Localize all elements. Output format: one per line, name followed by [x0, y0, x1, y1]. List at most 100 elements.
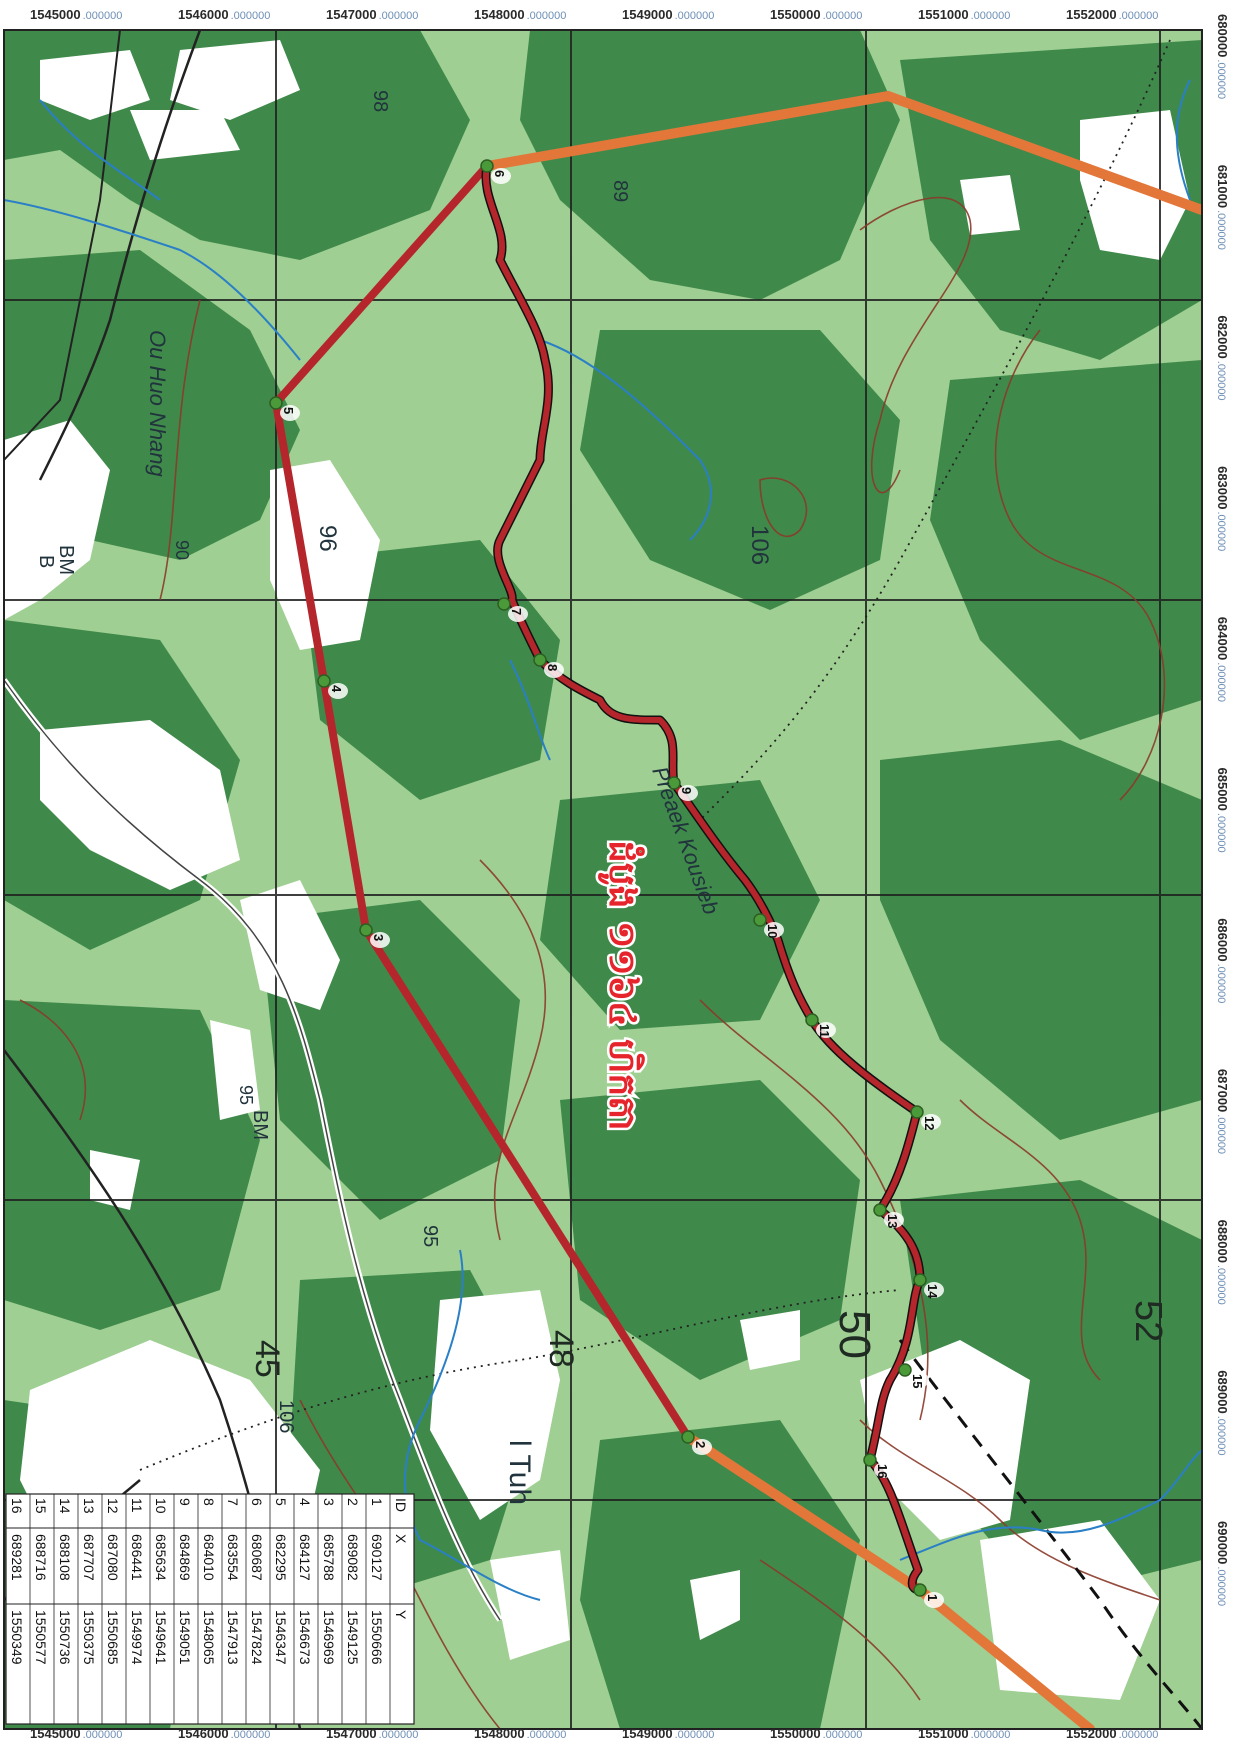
vertex-label-bg-7 — [508, 606, 528, 622]
elevation-label-89: 89 — [609, 180, 631, 202]
top-tick-label: 1551000.000000 — [918, 7, 1010, 22]
table-cell: 1547824 — [249, 1610, 265, 1665]
table-header-cell: X — [393, 1534, 409, 1544]
table-cell: 1550685 — [105, 1610, 121, 1665]
table-cell: 1547913 — [225, 1610, 241, 1665]
right-coordinate-ticks: 680000.000000681000.000000682000.0000006… — [1215, 14, 1230, 1606]
elevation-label-98: 98 — [369, 90, 391, 112]
vertex-label-11: 11 — [817, 1024, 832, 1038]
points-coordinate-table: IDXY169012715506662689082154912536857881… — [5, 1493, 415, 1725]
vertex-marker-4 — [317, 674, 331, 688]
vertex-label-bg-15 — [909, 1372, 929, 1388]
grid-label-45: 45 — [248, 1340, 286, 1378]
vertex-marker-3 — [359, 923, 373, 937]
vertex-label-bg-4 — [328, 683, 348, 699]
table-cell: 1546969 — [321, 1610, 337, 1665]
table-cell: 1 — [369, 1498, 385, 1506]
table-cell: 688108 — [57, 1534, 73, 1581]
table-cell: 7 — [225, 1498, 241, 1506]
vertex-marker-15 — [898, 1363, 912, 1377]
right-tick-label: 682000.000000 — [1215, 315, 1230, 400]
table-cell: 5 — [273, 1498, 289, 1506]
grid-label-48: 48 — [542, 1330, 580, 1368]
vertex-label-1: 1 — [925, 1594, 940, 1601]
table-cell: 687707 — [81, 1534, 97, 1581]
table-cell: 1550349 — [9, 1610, 25, 1665]
vertex-label-bg-3 — [370, 932, 390, 948]
table-cell: 687080 — [105, 1534, 121, 1581]
table-cell: 682295 — [273, 1534, 289, 1581]
table-cell: 9 — [177, 1498, 193, 1506]
vertex-label-7: 7 — [509, 608, 524, 615]
vertex-label-3: 3 — [371, 934, 386, 941]
vertex-label-12: 12 — [922, 1116, 937, 1130]
table-cell: 1546673 — [297, 1610, 313, 1665]
vertex-label-bg-1 — [924, 1592, 944, 1608]
vertex-marker-7 — [497, 597, 511, 611]
vertex-marker-1 — [913, 1583, 927, 1597]
vertex-label-bg-8 — [544, 662, 564, 678]
vertex-marker-13 — [873, 1203, 887, 1217]
table-cell: 1550577 — [33, 1610, 49, 1665]
table-cell: 1548065 — [201, 1610, 217, 1665]
vertex-marker-5 — [269, 396, 283, 410]
vertex-label-16: 16 — [875, 1464, 890, 1478]
top-tick-label: 1546000.000000 — [178, 7, 270, 22]
table-cell: 684869 — [177, 1534, 193, 1581]
river-label-ou-huo-nhang: Ou Huo Nhang — [145, 330, 170, 478]
table-cell: 16 — [9, 1498, 25, 1514]
elevation-label-95b: 95 — [419, 1225, 441, 1247]
vertex-marker-10 — [753, 913, 767, 927]
table-cell: 1549974 — [129, 1610, 145, 1665]
table-cell: 15 — [33, 1498, 49, 1514]
right-tick-label: 688000.000000 — [1215, 1220, 1230, 1305]
vertex-label-6: 6 — [492, 170, 507, 177]
table-cell: 689281 — [9, 1534, 25, 1581]
grid-label-52: 52 — [1127, 1300, 1169, 1342]
table-cell: 690127 — [369, 1534, 385, 1581]
vertex-label-5: 5 — [281, 407, 296, 414]
vertex-label-15: 15 — [910, 1374, 925, 1388]
bottom-tick-label: 1549000.000000 — [622, 1726, 714, 1741]
table-cell: 684010 — [201, 1534, 217, 1581]
vertex-marker-2 — [681, 1430, 695, 1444]
right-tick-label: 687000.000000 — [1215, 1069, 1230, 1154]
table-cell: 689082 — [345, 1534, 361, 1581]
bottom-tick-label: 1548000.000000 — [474, 1726, 566, 1741]
top-tick-label: 1545000.000000 — [30, 7, 122, 22]
vertex-label-4: 4 — [329, 685, 344, 693]
table-cell: 686441 — [129, 1534, 145, 1581]
vertex-label-bg-6 — [491, 168, 511, 184]
grid-label-50: 50 — [830, 1310, 879, 1359]
vertex-label-bg-16 — [874, 1462, 894, 1478]
right-tick-label: 681000.000000 — [1215, 165, 1230, 250]
right-tick-label: 689000.000000 — [1215, 1370, 1230, 1455]
vertex-label-9: 9 — [679, 787, 694, 794]
top-tick-label: 1547000.000000 — [326, 7, 418, 22]
elevation-label-95a: 95 — [236, 1085, 256, 1105]
top-tick-label: 1548000.000000 — [474, 7, 566, 22]
vertex-marker-9 — [667, 776, 681, 790]
table-cell: 12 — [105, 1498, 121, 1514]
table-cell: 2 — [345, 1498, 361, 1506]
vertex-label-bg-14 — [924, 1282, 944, 1298]
map-frame — [3, 29, 1203, 1730]
top-tick-label: 1549000.000000 — [622, 7, 714, 22]
bottom-tick-label: 1547000.000000 — [326, 1726, 418, 1741]
vertex-label-bg-9 — [678, 785, 698, 801]
vertex-marker-16 — [863, 1453, 877, 1467]
table-cell: 1550666 — [369, 1610, 385, 1665]
vertex-marker-12 — [910, 1105, 924, 1119]
vertex-marker-6 — [480, 159, 494, 173]
table-cell: 684127 — [297, 1534, 313, 1581]
table-cell: 6 — [249, 1498, 265, 1506]
benchmark-label-1: BM — [55, 545, 77, 575]
vertex-label-bg-5 — [280, 405, 300, 421]
right-tick-label: 685000.000000 — [1215, 768, 1230, 853]
bottom-tick-label: 1546000.000000 — [178, 1726, 270, 1741]
map-title: ដំបូង ១១៦៤ ហិកតា — [598, 840, 645, 1131]
